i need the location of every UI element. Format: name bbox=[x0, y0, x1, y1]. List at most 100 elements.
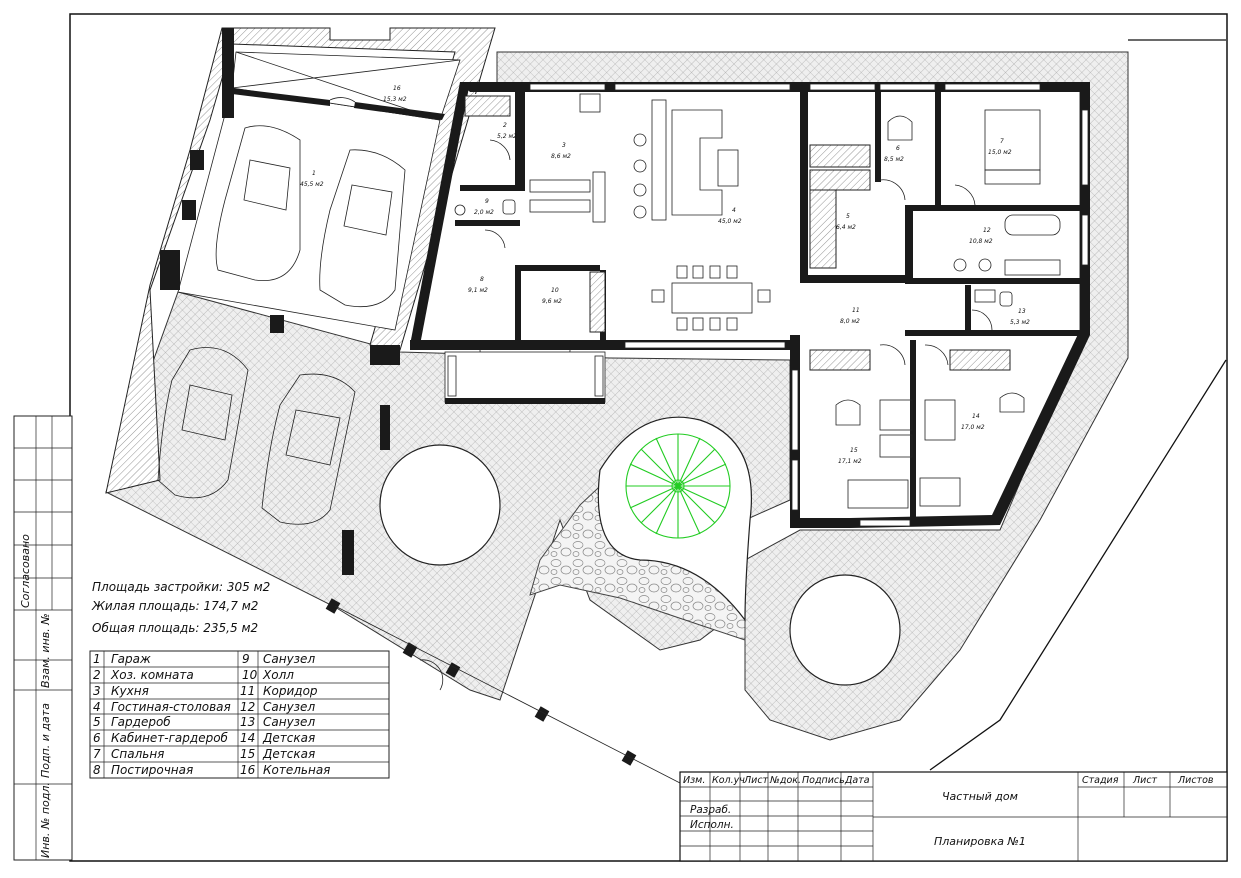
room-area: 6,4 м2 bbox=[836, 224, 856, 231]
legend-name: Котельная bbox=[263, 763, 330, 777]
driveway-cars bbox=[157, 347, 356, 525]
legend-name: Детская bbox=[262, 747, 315, 761]
room-num: 15 bbox=[850, 447, 858, 454]
side-stamp: Согласовано Взам. инв. № Подп. и дата Ин… bbox=[13, 415, 73, 861]
tb-role: Исполн. bbox=[690, 819, 734, 831]
room-num: 4 bbox=[732, 207, 736, 214]
room-area: 8,0 м2 bbox=[840, 318, 860, 325]
room-num: 11 bbox=[852, 307, 860, 314]
room-num: 2 bbox=[503, 122, 507, 129]
legend-name: Детская bbox=[262, 731, 315, 745]
building-area: Площадь застройки: 305 м2 bbox=[92, 580, 270, 594]
room-num: 13 bbox=[1018, 308, 1026, 315]
tb-header: Лист bbox=[743, 775, 769, 786]
room-label-9: 92,0 м2 bbox=[474, 198, 494, 216]
tb-sheet-label: Лист bbox=[1132, 775, 1158, 786]
legend-num: 7 bbox=[93, 747, 101, 761]
legend-num: 13 bbox=[240, 715, 255, 729]
room-area: 5,3 м2 bbox=[1010, 319, 1030, 326]
area-stats: Площадь застройки: 305 м2 Жилая площадь:… bbox=[91, 580, 270, 635]
title-block: Изм. Кол.уч Лист №док. Подпись Дата Стад… bbox=[679, 771, 1228, 862]
living-area: Жилая площадь: 174,7 м2 bbox=[91, 599, 258, 613]
room-area: 17,0 м2 bbox=[961, 424, 985, 431]
tb-stage-label: Стадия bbox=[1082, 775, 1119, 786]
room-legend: 1 Гараж 2 Хоз. комната 3 Кухня 4 Гостина… bbox=[89, 650, 390, 779]
project-name: Частный дом bbox=[942, 790, 1018, 803]
legend-name: Гардероб bbox=[111, 715, 171, 729]
room-num: 16 bbox=[393, 85, 401, 92]
room-area: 5,2 м2 bbox=[497, 133, 517, 140]
pillars bbox=[160, 28, 400, 575]
tb-header: Изм. bbox=[683, 775, 705, 786]
entrance-porch bbox=[444, 351, 606, 404]
room-area: 45,0 м2 bbox=[718, 218, 742, 225]
room-num: 14 bbox=[972, 413, 980, 420]
room-label-4: 4 45,0 м2 bbox=[718, 207, 742, 225]
legend-num: 11 bbox=[240, 684, 255, 698]
round-lawn-left bbox=[379, 444, 501, 566]
legend-name: Постирочная bbox=[111, 763, 193, 777]
garage-wall-outline bbox=[105, 27, 496, 494]
room-label-16: 16 15,3 м2 bbox=[383, 85, 407, 103]
legend-num: 5 bbox=[93, 715, 101, 729]
garage-cars bbox=[215, 125, 406, 308]
room-area: 9,6 м2 bbox=[542, 298, 562, 305]
main-house bbox=[160, 28, 1090, 784]
legend-name: Гараж bbox=[111, 652, 151, 666]
legend-name: Спальня bbox=[111, 747, 164, 761]
tb-header: №док. bbox=[769, 775, 801, 786]
room-area: 2,0 м2 bbox=[474, 209, 494, 216]
room-area: 17,1 м2 bbox=[838, 458, 862, 465]
room-label-7: 7 15,0 м2 bbox=[988, 138, 1012, 156]
agreed-label: Согласовано bbox=[19, 534, 32, 608]
tb-header: Кол.уч bbox=[712, 775, 745, 786]
legend-num: 9 bbox=[242, 652, 250, 666]
room-num: 5 bbox=[846, 213, 850, 220]
legend-name: Санузел bbox=[263, 715, 315, 729]
legend-name: Холл bbox=[262, 668, 294, 682]
wardrobes bbox=[464, 95, 1011, 371]
room-area: 15,0 м2 bbox=[988, 149, 1012, 156]
interior-walls bbox=[455, 92, 1085, 520]
room-num: 1 bbox=[312, 170, 316, 177]
furniture bbox=[454, 93, 1061, 509]
room-area: 9,1 м2 bbox=[468, 287, 488, 294]
room-label-2: 2 5,2 м2 bbox=[497, 122, 517, 140]
site-paving bbox=[105, 39, 1227, 771]
legend-num: 1 bbox=[93, 652, 101, 666]
room-num: 7 bbox=[1000, 138, 1004, 145]
spiral-stair bbox=[625, 433, 731, 539]
legend-num: 3 bbox=[93, 684, 101, 698]
tb-header: Подпись bbox=[802, 775, 845, 786]
fence-line bbox=[334, 605, 681, 784]
room-area: 8,5 м2 bbox=[884, 156, 904, 163]
orig-inv-label: Инв. № подл. bbox=[39, 782, 52, 858]
room-label-11: 11 8,0 м2 bbox=[840, 307, 860, 325]
room-area: 45,5 м2 bbox=[300, 181, 324, 188]
legend-name: Кухня bbox=[111, 684, 149, 698]
legend-num: 14 bbox=[240, 731, 255, 745]
legend-name: Кабинет-гардероб bbox=[111, 731, 229, 745]
legend-num: 16 bbox=[240, 763, 256, 777]
room-area: 15,3 м2 bbox=[383, 96, 407, 103]
room-num: 12 bbox=[983, 227, 991, 234]
tb-role: Разраб. bbox=[690, 804, 731, 816]
legend-num: 6 bbox=[93, 731, 101, 745]
room-label-15: 15 17,1 м2 bbox=[838, 447, 862, 465]
legend-num: 4 bbox=[93, 700, 101, 714]
room-label-1: 1 45,5 м2 bbox=[300, 170, 324, 188]
room-num: 8 bbox=[480, 276, 484, 283]
room-area: 8,6 м2 bbox=[551, 153, 571, 160]
legend-name: Коридор bbox=[263, 684, 318, 698]
lawn-lobe bbox=[597, 416, 752, 622]
garage-floor bbox=[177, 87, 441, 331]
room-label-8: 8 9,1 м2 bbox=[468, 276, 488, 294]
garage-inner-wall bbox=[232, 88, 445, 120]
legend-name: Санузел bbox=[263, 652, 315, 666]
room-label-6: 6 8,5 м2 bbox=[884, 145, 904, 163]
room-num: 6 bbox=[896, 145, 900, 152]
room-label-13: 13 5,3 м2 bbox=[1010, 308, 1030, 326]
legend-num: 8 bbox=[93, 763, 101, 777]
